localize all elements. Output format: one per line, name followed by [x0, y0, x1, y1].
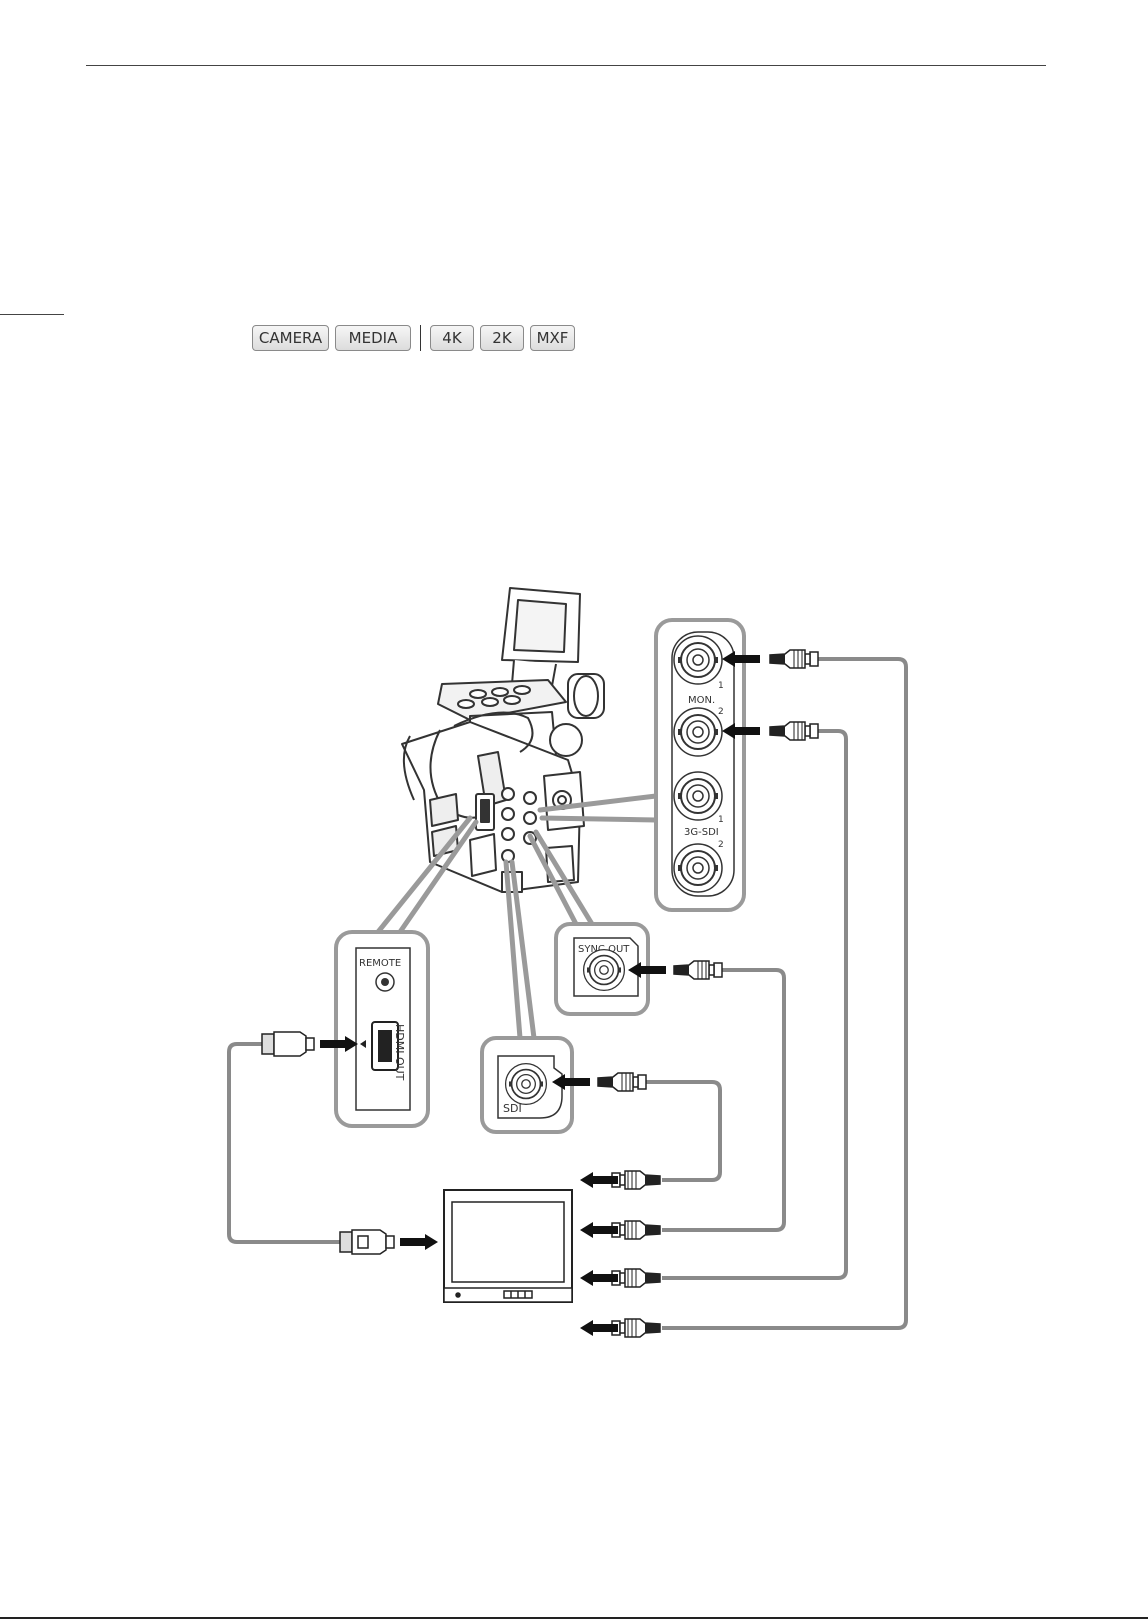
remote-port	[376, 973, 394, 991]
sdi3g-1-port	[674, 772, 722, 820]
bnc-monitor-2	[612, 1221, 660, 1239]
mon-2-port	[674, 708, 722, 756]
sdi3g-1-label: 1	[718, 815, 724, 825]
mon-1-label: 1	[718, 681, 724, 691]
bnc-monitor-1	[612, 1171, 660, 1189]
sdi3g-label: 3G-SDI	[684, 827, 719, 838]
hdmi-plug-camera	[262, 1032, 314, 1056]
sdi3g-2-port	[674, 844, 722, 892]
sdi3g-2-label: 2	[718, 840, 724, 850]
remote-hdmi-panel: REMOTE HDMI OUT	[336, 932, 428, 1126]
bnc-monitor-4	[612, 1319, 660, 1337]
hdmi-out-label: HDMI OUT	[393, 1024, 406, 1081]
camera-illustration	[402, 588, 604, 892]
remote-label: REMOTE	[359, 958, 401, 969]
bnc-sync-out	[674, 961, 722, 979]
mon-1-port	[674, 636, 722, 684]
bnc-mon-1	[770, 650, 818, 668]
bnc-sdi	[598, 1073, 646, 1091]
hdmi-plug-monitor	[340, 1230, 394, 1254]
bnc-mon-2	[770, 722, 818, 740]
sdi-port	[506, 1064, 547, 1105]
mon-label: MON.	[688, 695, 715, 706]
mon-2-label: 2	[718, 707, 724, 717]
sync-out-port	[584, 950, 625, 991]
external-monitor	[444, 1190, 572, 1302]
bnc-monitor-3	[612, 1269, 660, 1287]
sdi-label: SDI	[503, 1102, 522, 1115]
